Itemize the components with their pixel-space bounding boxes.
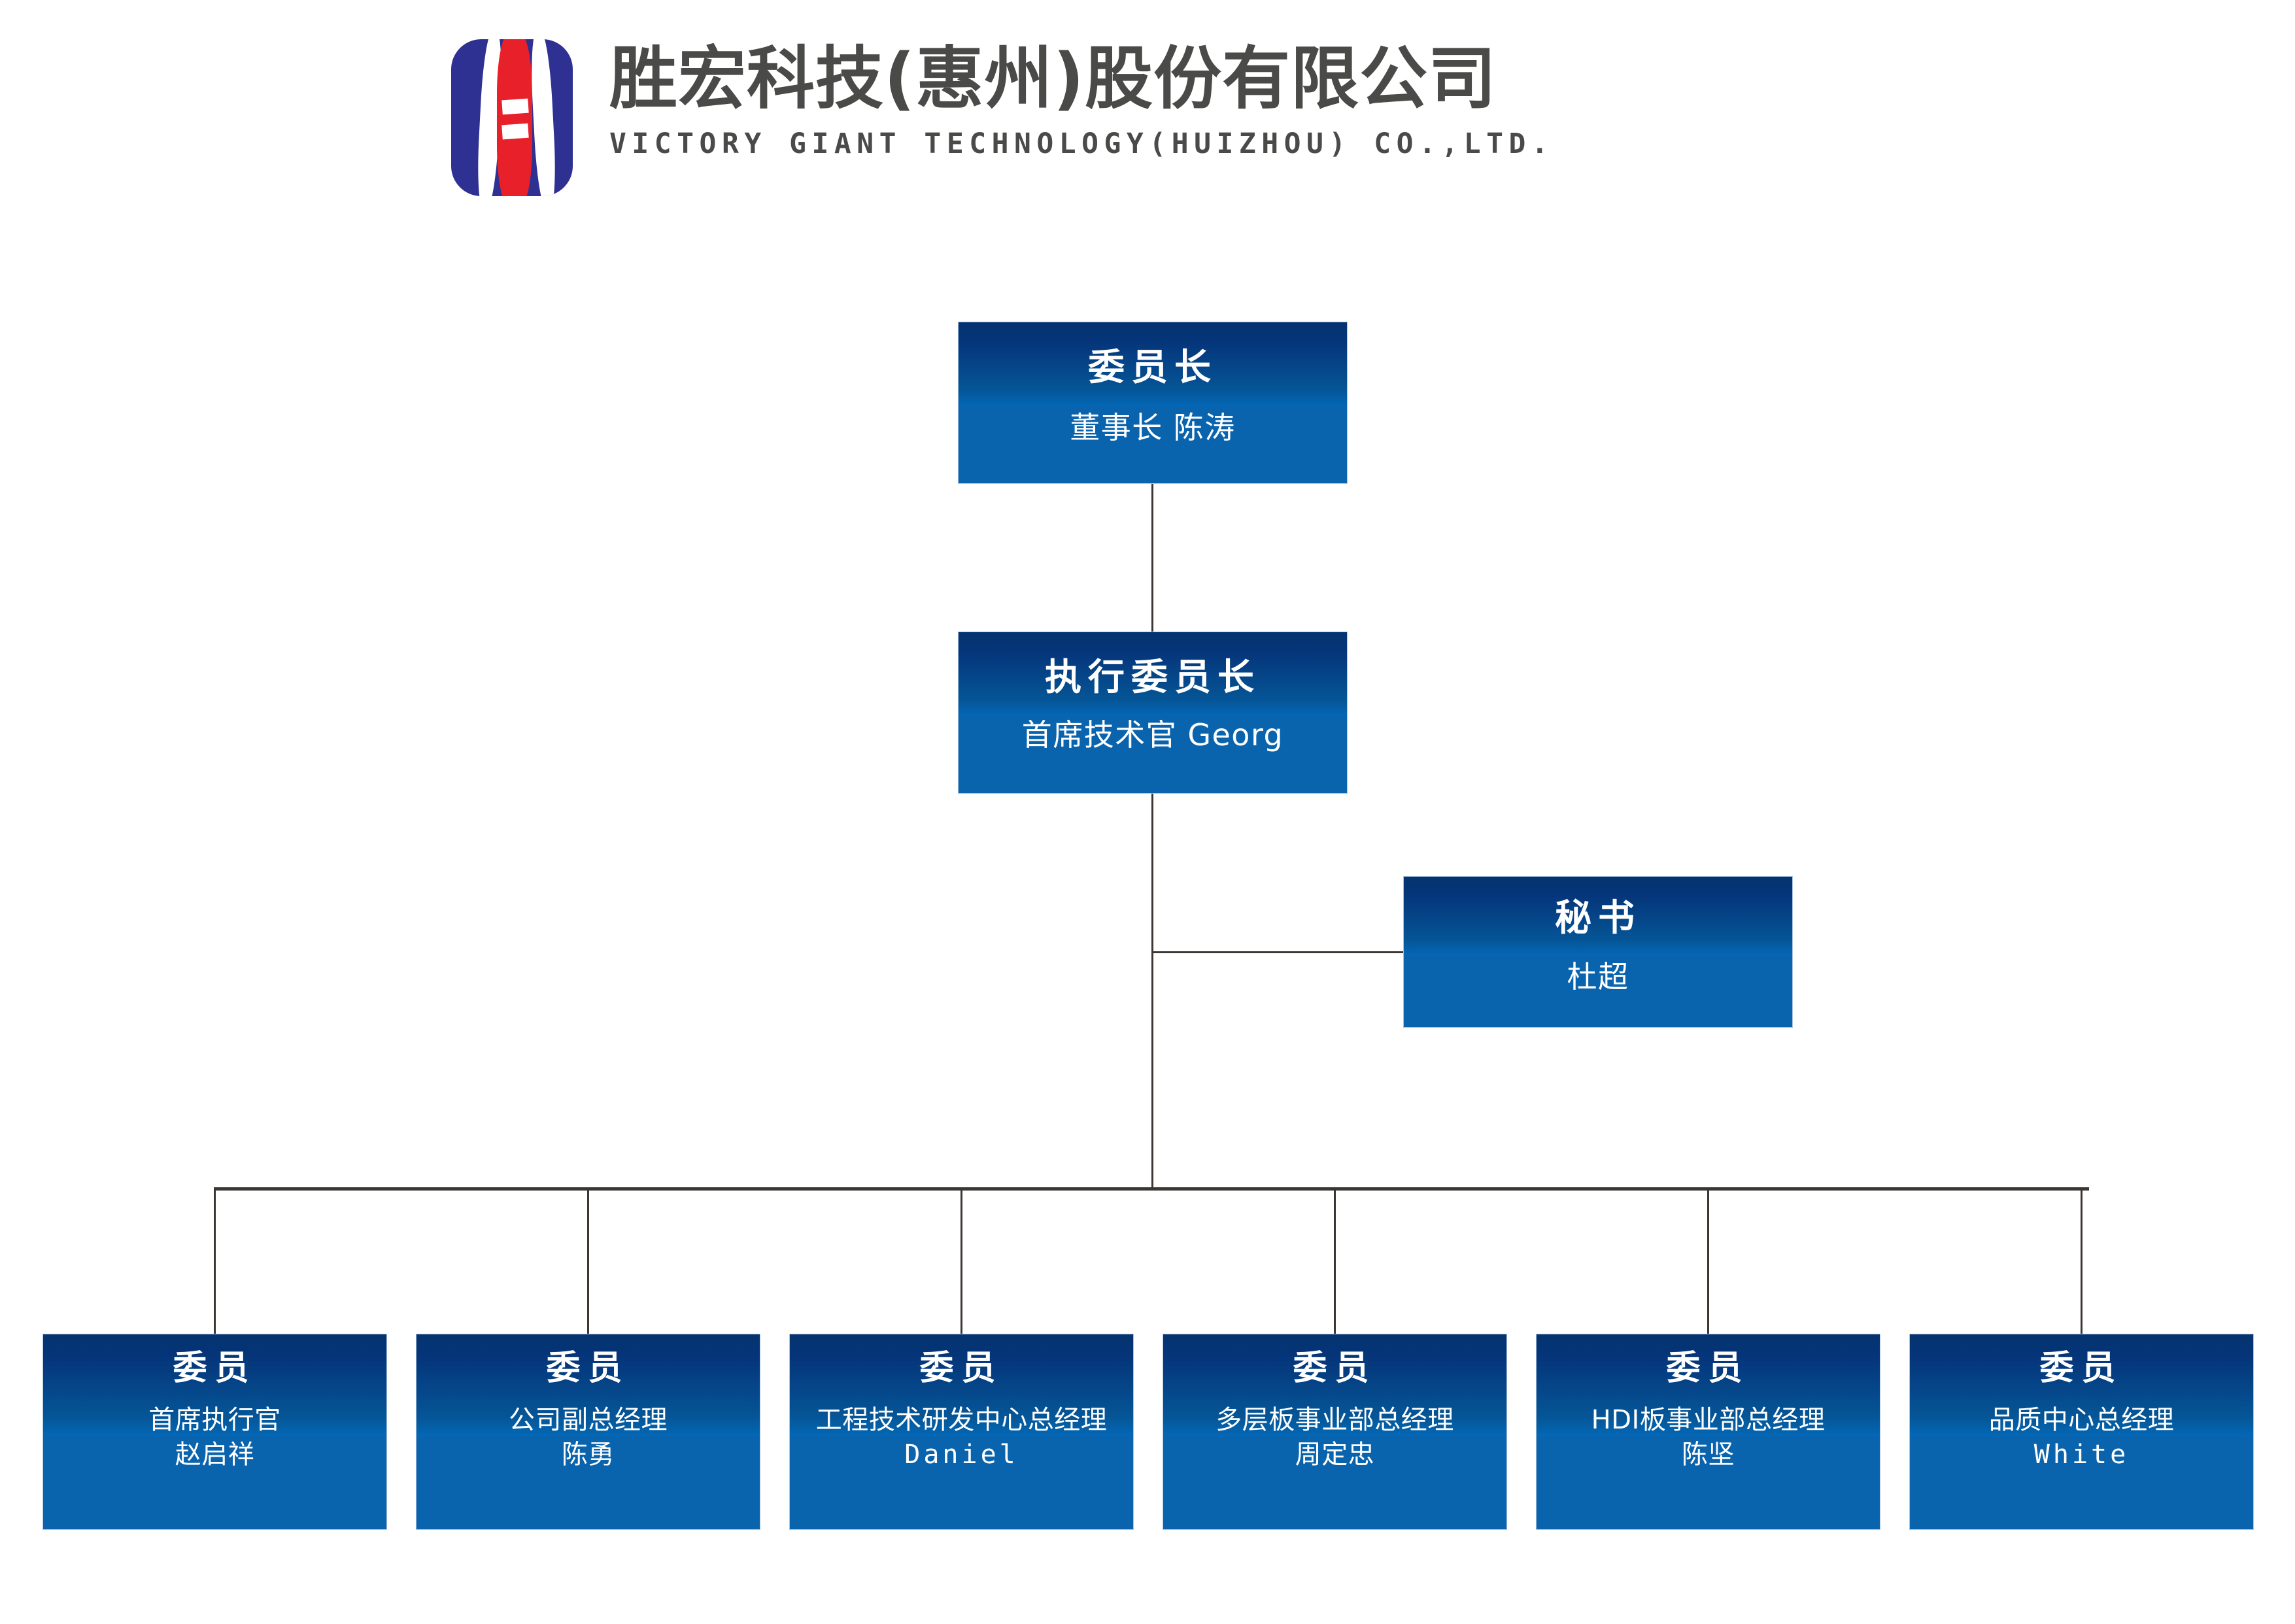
company-header: 胜宏科技(惠州)股份有限公司 VICTORY GIANT TECHNOLOGY(… — [451, 39, 1554, 196]
node-member-5-dept: 品质中心总经理 — [1988, 1405, 2175, 1435]
connector-drop-member-4 — [1707, 1189, 1709, 1335]
node-member-5-person: White — [2033, 1440, 2130, 1470]
node-member-3-dept: 多层板事业部总经理 — [1216, 1405, 1454, 1435]
node-member-1-person: 陈勇 — [562, 1440, 615, 1470]
connector-drop-member-2 — [960, 1189, 962, 1335]
node-member-4-person: 陈坚 — [1682, 1440, 1735, 1470]
node-member-4-dept: HDI板事业部总经理 — [1591, 1405, 1826, 1435]
node-member-5[interactable]: 委员 品质中心总经理 White — [1909, 1334, 2254, 1530]
connector-to-secretary — [1151, 951, 1405, 953]
connector-drop-member-5 — [2081, 1189, 2082, 1335]
node-member-1-role: 委员 — [546, 1349, 630, 1388]
node-member-0[interactable]: 委员 首席执行官 赵启祥 — [42, 1334, 387, 1530]
node-member-3-role: 委员 — [1293, 1349, 1377, 1388]
node-member-0-role: 委员 — [173, 1349, 257, 1388]
node-member-2[interactable]: 委员 工程技术研发中心总经理 Daniel — [789, 1334, 1134, 1530]
node-member-2-person: Daniel — [904, 1440, 1019, 1470]
node-member-5-role: 委员 — [2039, 1349, 2124, 1388]
company-name-en: VICTORY GIANT TECHNOLOGY(HUIZHOU) CO.,LT… — [609, 127, 1554, 161]
connector-member-bus — [214, 1187, 2089, 1191]
company-logo-icon — [451, 39, 573, 196]
node-secretary-role: 秘书 — [1555, 897, 1641, 939]
node-member-2-dept: 工程技术研发中心总经理 — [815, 1405, 1108, 1435]
node-chairman-detail: 董事长 陈涛 — [1070, 410, 1236, 445]
connector-chairman-to-executive — [1151, 484, 1153, 633]
node-executive-role: 执行委员长 — [1045, 656, 1261, 699]
node-member-1[interactable]: 委员 公司副总经理 陈勇 — [416, 1334, 760, 1530]
node-secretary-detail: 杜超 — [1567, 959, 1629, 994]
company-name-block: 胜宏科技(惠州)股份有限公司 VICTORY GIANT TECHNOLOGY(… — [609, 39, 1554, 160]
node-member-3-person: 周定忠 — [1295, 1440, 1375, 1470]
node-member-4[interactable]: 委员 HDI板事业部总经理 陈坚 — [1536, 1334, 1880, 1530]
connector-executive-spine — [1151, 794, 1153, 1189]
node-chairman[interactable]: 委员长 董事长 陈涛 — [958, 322, 1348, 484]
node-member-1-dept: 公司副总经理 — [509, 1405, 668, 1435]
connector-drop-member-1 — [587, 1189, 589, 1335]
node-member-0-dept: 首席执行官 — [148, 1405, 281, 1435]
node-executive-detail: 首席技术官 Georg — [1021, 717, 1284, 753]
connector-drop-member-0 — [214, 1189, 216, 1335]
node-member-4-role: 委员 — [1666, 1349, 1750, 1388]
node-member-0-person: 赵启祥 — [175, 1440, 255, 1470]
node-secretary[interactable]: 秘书 杜超 — [1403, 876, 1793, 1028]
company-name-cn: 胜宏科技(惠州)股份有限公司 — [609, 39, 1497, 118]
connector-drop-member-3 — [1334, 1189, 1336, 1335]
node-member-3[interactable]: 委员 多层板事业部总经理 周定忠 — [1163, 1334, 1507, 1530]
node-executive-chairman[interactable]: 执行委员长 首席技术官 Georg — [958, 632, 1348, 794]
node-chairman-role: 委员长 — [1088, 347, 1217, 389]
node-member-2-role: 委员 — [919, 1349, 1004, 1388]
